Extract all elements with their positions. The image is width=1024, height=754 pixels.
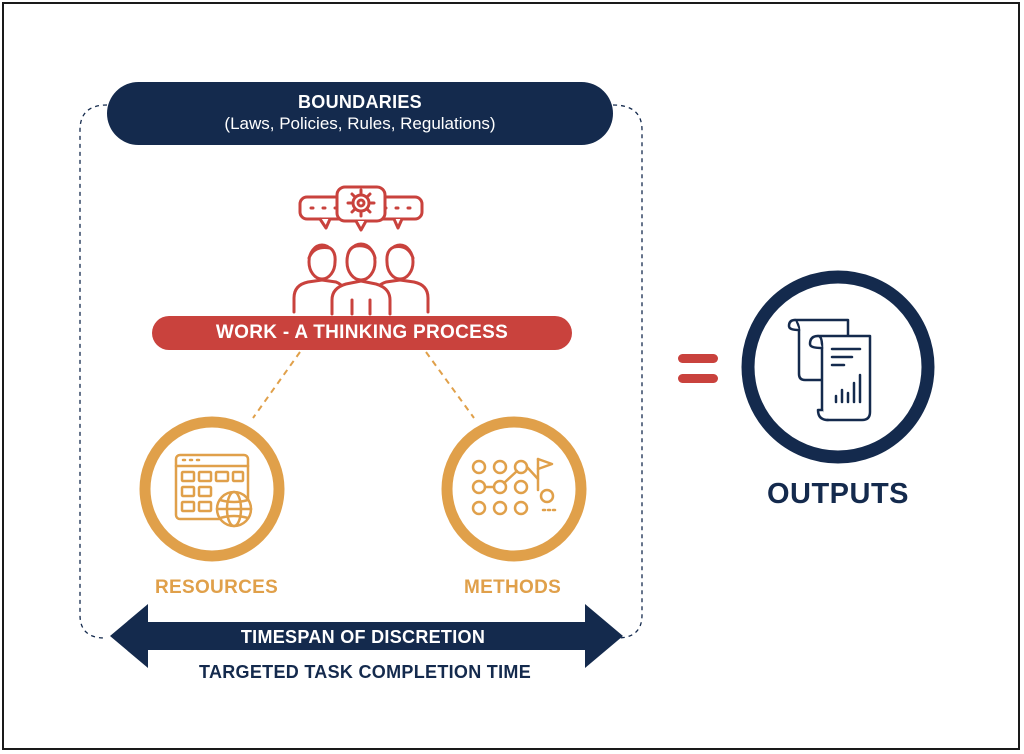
target-completion-label: TARGETED TASK COMPLETION TIME — [198, 662, 532, 682]
resources-label: RESOURCES — [155, 577, 279, 598]
boundaries-title: BOUNDARIES — [297, 92, 422, 112]
connector-resources — [252, 351, 301, 419]
outputs-label: OUTPUTS — [766, 478, 910, 510]
boundaries-subtitle: (Laws, Policies, Rules, Regulations) — [224, 114, 496, 133]
team-discussion-icon — [292, 185, 430, 316]
path-flag-icon — [471, 457, 557, 516]
timespan-label: TIMESPAN OF DISCRETION — [240, 627, 486, 647]
timespan-arrow — [110, 604, 623, 668]
equals-operator — [678, 354, 718, 383]
methods-label: METHODS — [464, 577, 562, 598]
browser-globe-icon — [174, 453, 253, 528]
report-document-icon — [787, 318, 872, 422]
work-process-banner: WORK - A THINKING PROCESS — [152, 316, 572, 350]
boundary-bracket — [79, 104, 643, 639]
methods-circle — [441, 416, 587, 562]
boundaries-banner: BOUNDARIES (Laws, Policies, Rules, Regul… — [107, 82, 613, 145]
connector-methods — [425, 351, 475, 419]
